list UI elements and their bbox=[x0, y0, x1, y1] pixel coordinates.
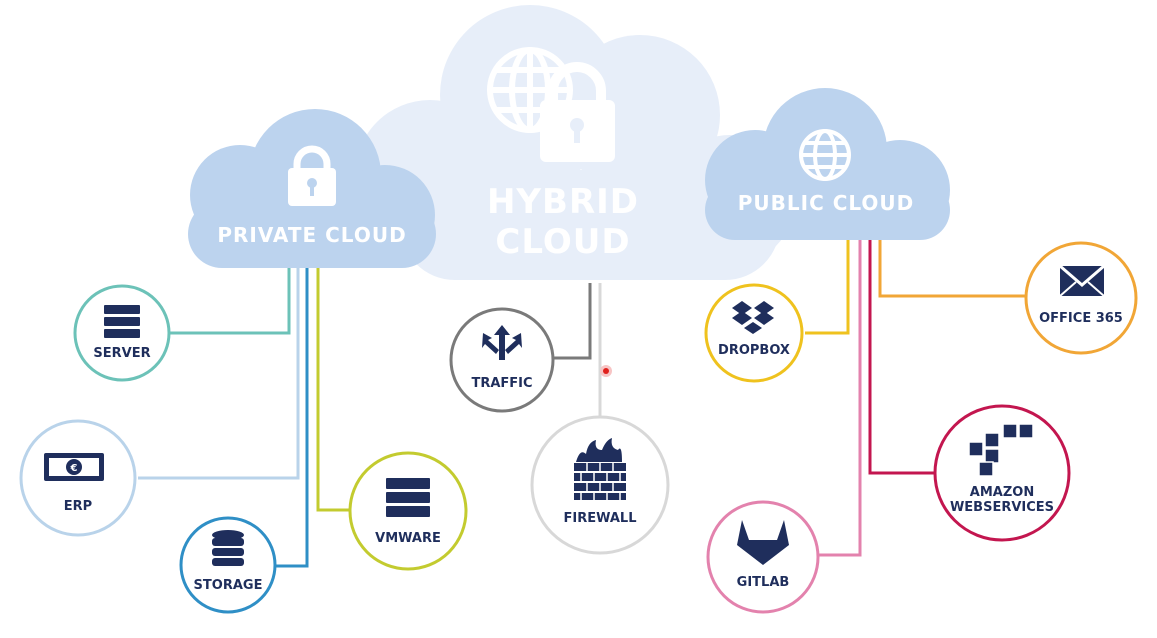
line-amazon bbox=[868, 238, 935, 475]
line-server bbox=[170, 265, 291, 335]
traffic-label: TRAFFIC bbox=[471, 376, 532, 391]
node-vmware: VMWARE bbox=[348, 451, 468, 571]
line-gitlab bbox=[818, 238, 862, 557]
node-amazon: AMAZON WEBSERVICES bbox=[933, 404, 1071, 542]
server-label: SERVER bbox=[93, 346, 150, 361]
dropbox-icon bbox=[732, 301, 774, 334]
amazon-label-line1: AMAZON bbox=[970, 485, 1034, 500]
lock-icon bbox=[288, 145, 336, 206]
server-icon bbox=[386, 478, 430, 517]
connector-lines bbox=[138, 238, 1027, 568]
public-cloud: PUBLIC CLOUD bbox=[705, 88, 950, 240]
office365-label: OFFICE 365 bbox=[1039, 311, 1123, 326]
firewall-icon bbox=[574, 438, 626, 500]
node-traffic: TRAFFIC bbox=[449, 307, 555, 413]
gitlab-icon bbox=[737, 520, 789, 565]
hybrid-cloud-line2: CLOUD bbox=[495, 222, 630, 262]
node-firewall: FIREWALL bbox=[530, 415, 670, 555]
private-cloud: PRIVATE CLOUD bbox=[188, 109, 436, 268]
vmware-label: VMWARE bbox=[375, 531, 441, 546]
globe-icon bbox=[799, 129, 851, 181]
envelope-icon bbox=[1059, 264, 1105, 297]
erp-label: ERP bbox=[64, 499, 92, 514]
split-arrows-icon bbox=[482, 325, 522, 360]
line-traffic bbox=[553, 283, 592, 360]
server-icon bbox=[104, 305, 140, 338]
node-server: SERVER bbox=[73, 284, 171, 382]
line-storage bbox=[275, 265, 309, 568]
private-cloud-title: PRIVATE CLOUD bbox=[217, 223, 406, 247]
dropbox-label: DROPBOX bbox=[718, 343, 790, 358]
line-erp bbox=[138, 265, 300, 480]
money-icon: € bbox=[44, 453, 104, 481]
node-storage: STORAGE bbox=[179, 516, 277, 614]
svg-text:€: € bbox=[70, 463, 78, 474]
amazon-label-line2: WEBSERVICES bbox=[950, 500, 1054, 515]
cursor-dot bbox=[600, 365, 612, 377]
node-erp: € ERP bbox=[19, 419, 137, 537]
public-cloud-title: PUBLIC CLOUD bbox=[738, 191, 915, 215]
node-dropbox: DROPBOX bbox=[704, 283, 804, 383]
storage-label: STORAGE bbox=[194, 578, 263, 593]
database-icon bbox=[212, 530, 244, 566]
node-office365: OFFICE 365 bbox=[1024, 241, 1138, 355]
line-dropbox bbox=[805, 238, 850, 335]
lock-icon bbox=[540, 62, 615, 162]
hybrid-cloud-line1: HYBRID bbox=[487, 182, 639, 222]
firewall-label: FIREWALL bbox=[564, 511, 637, 526]
gitlab-label: GITLAB bbox=[737, 575, 790, 590]
line-office365 bbox=[878, 238, 1027, 298]
line-vmware bbox=[316, 265, 350, 512]
cubes-icon bbox=[968, 423, 1034, 477]
node-gitlab: GITLAB bbox=[706, 500, 820, 614]
